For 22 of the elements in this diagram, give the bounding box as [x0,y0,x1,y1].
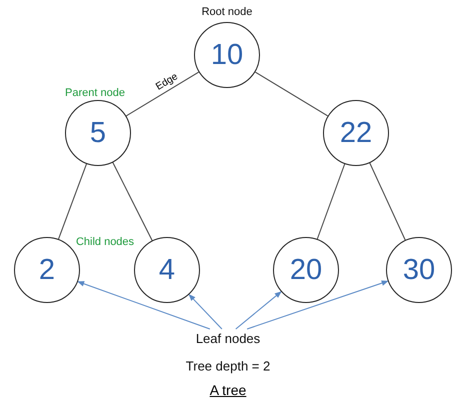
annotation-text: Child nodes [76,236,134,248]
tree-node-circle: 30 [386,237,452,303]
tree-edge-line [316,164,346,240]
tree-node-circle: 20 [273,237,339,303]
annotation-text: Tree depth = 2 [186,358,270,374]
arrow [77,281,210,330]
arrow [188,294,222,330]
tree-edge-line [254,72,328,116]
tree-node-circle: 4 [134,237,200,303]
tree-node-circle: 10 [194,22,260,88]
node-caption: Parent node [65,87,125,99]
tree-edge-line [126,72,200,116]
caption: A tree [210,382,246,398]
tree-edge-line [369,162,406,241]
arrow [246,280,389,330]
arrow [235,291,282,330]
node-caption: Root node [202,6,252,18]
tree-node-circle: 22 [323,100,389,166]
node-label: Leaf nodes [188,329,268,347]
tree-edge-line [112,162,153,242]
tree-node-circle: 5 [65,100,131,166]
tree-edge-line [58,163,87,240]
